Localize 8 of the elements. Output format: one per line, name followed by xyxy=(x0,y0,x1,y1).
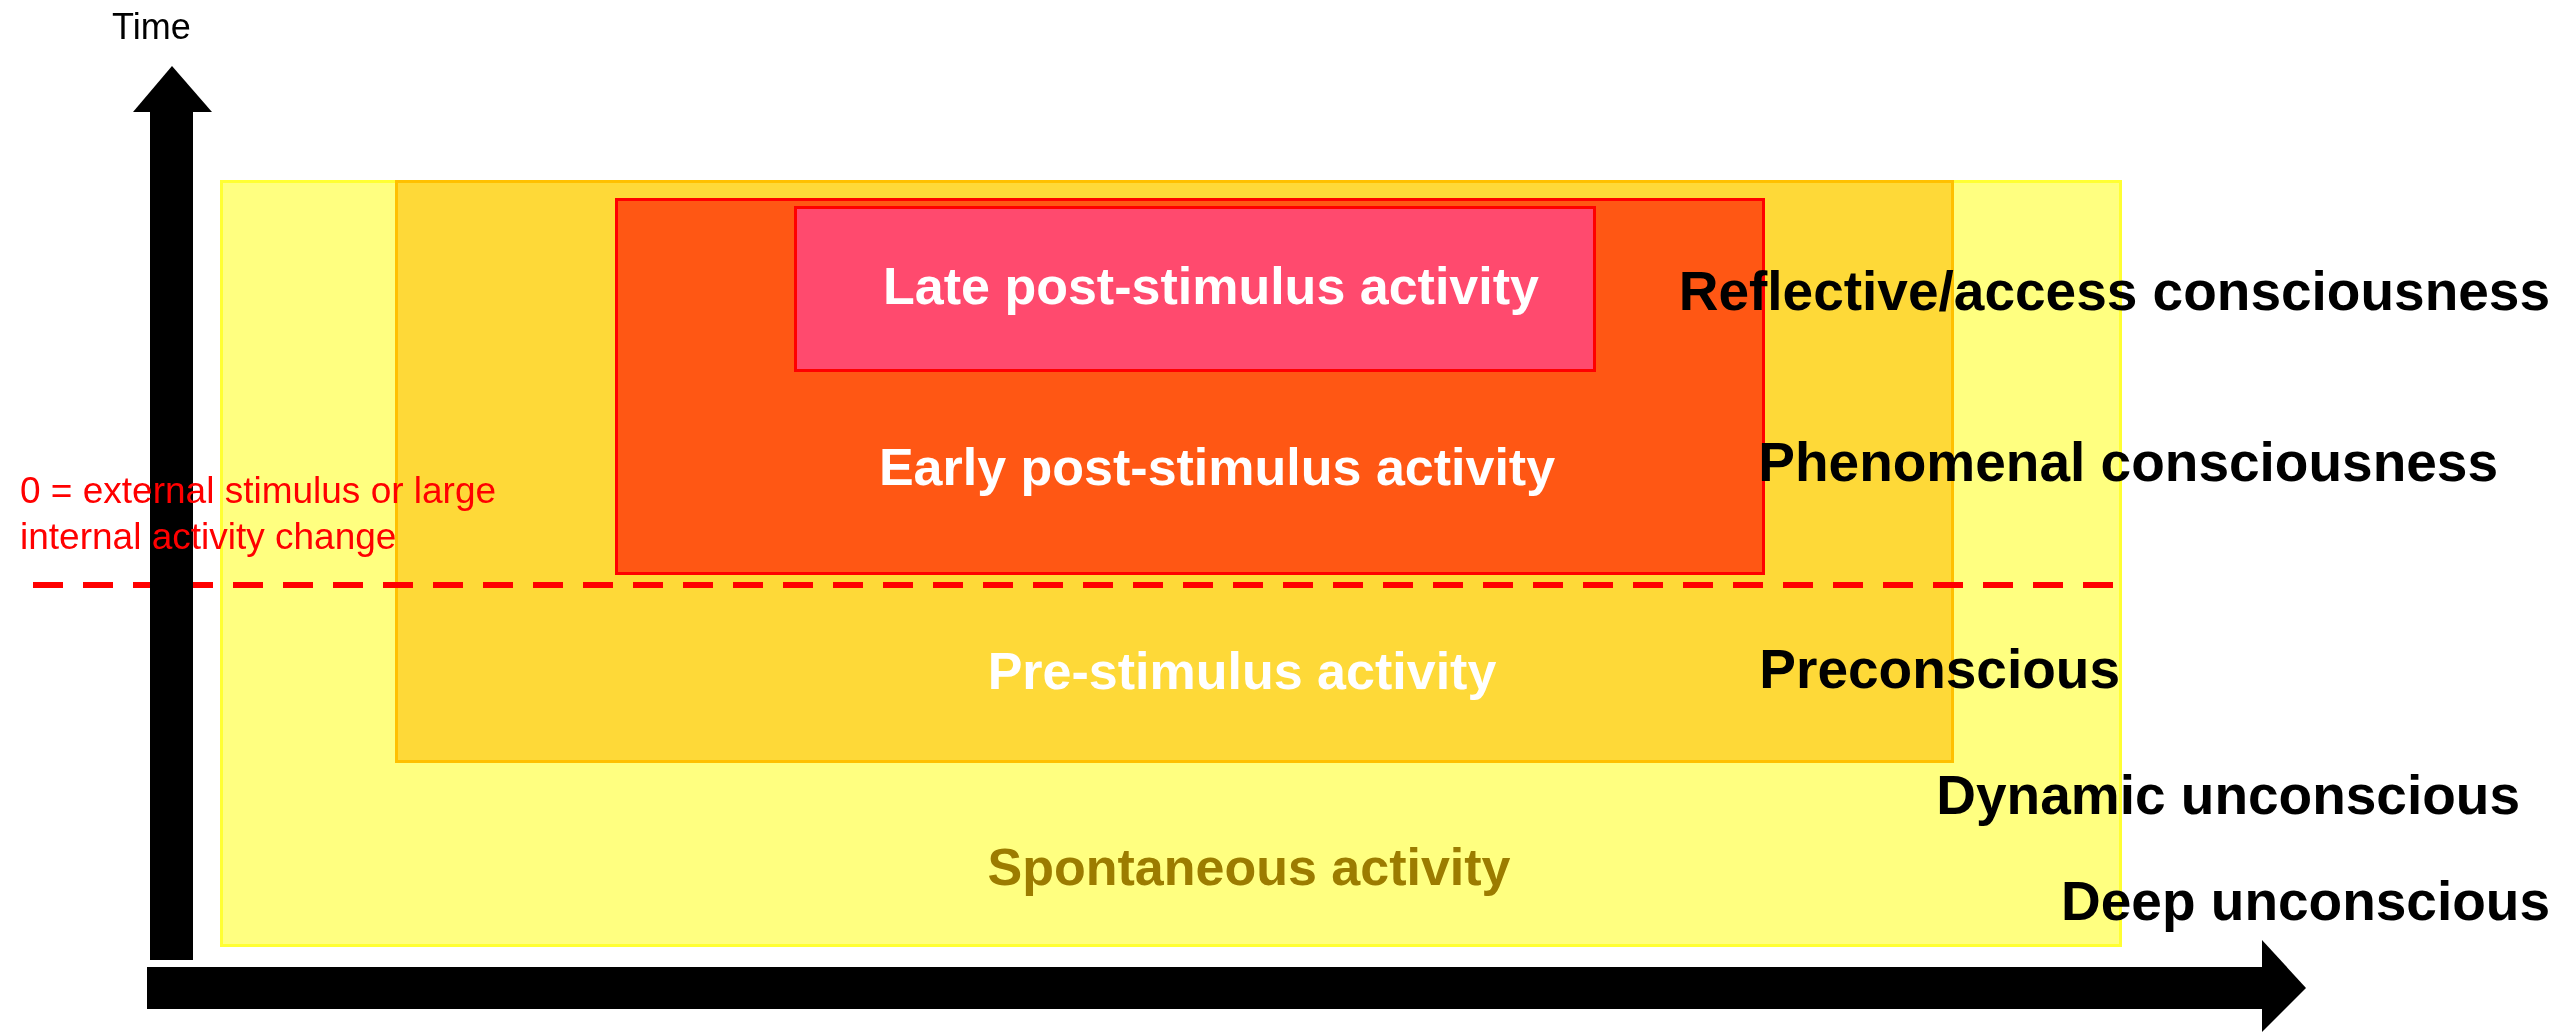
level-label: Preconscious xyxy=(1759,636,2120,702)
axis-label: Time xyxy=(112,5,191,49)
activity-region xyxy=(794,206,1596,372)
region-label: Early post-stimulus activity xyxy=(878,439,1556,497)
region-label: Late post-stimulus activity xyxy=(883,258,1539,316)
region-label: Pre-stimulus activity xyxy=(987,643,1497,701)
level-label: Dynamic unconscious xyxy=(1936,762,2520,828)
region-label: Spontaneous activity xyxy=(987,839,1511,897)
